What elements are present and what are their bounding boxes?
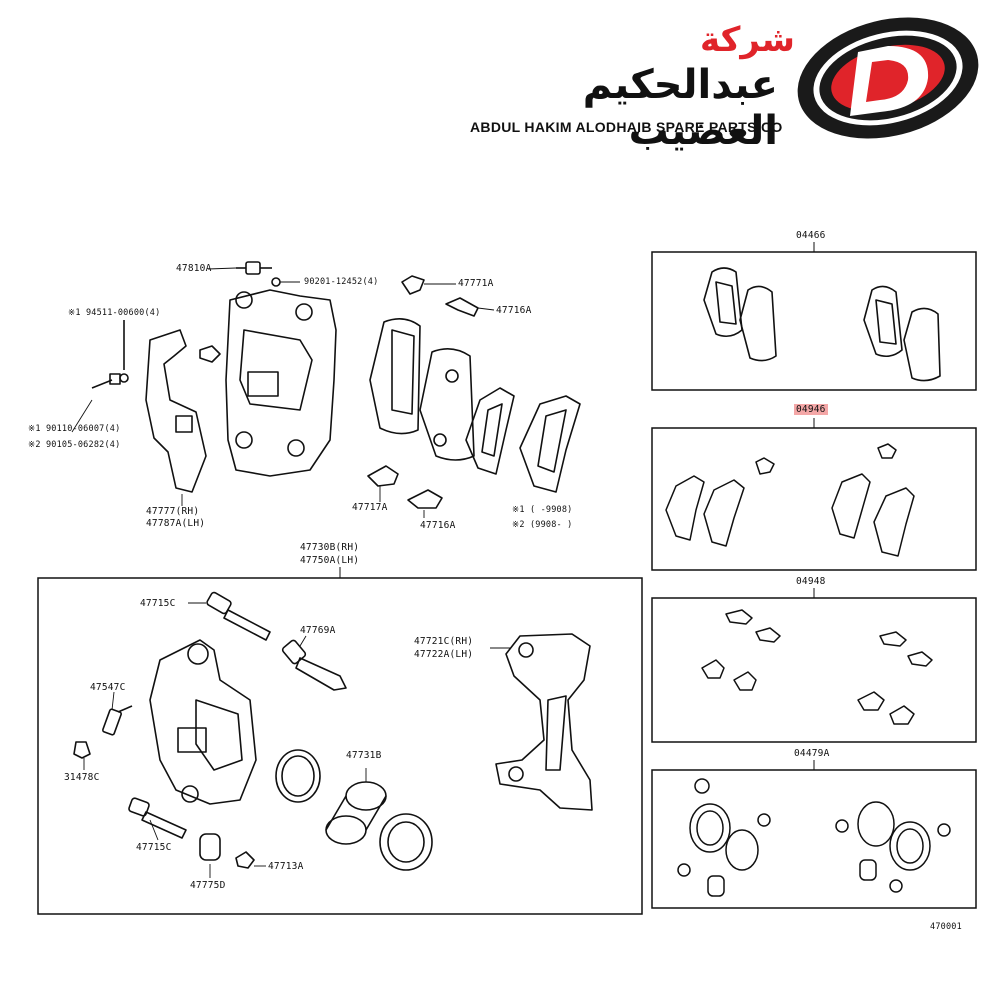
clip-47716a-bottom-drawing: [407, 489, 443, 509]
label-kit-04946: 04946: [794, 404, 828, 415]
kit-04948-clips-drawing: [701, 609, 933, 725]
kit-04948-box: [651, 597, 977, 743]
label-47750a-lh: 47750A(LH): [300, 555, 360, 566]
label-90105-06282: ※2 90105-06282(4): [28, 440, 121, 450]
bush-47713a-drawing: [235, 851, 255, 869]
brand-logo: [797, 17, 979, 139]
kit-04466-box: [651, 251, 977, 391]
label-47771a: 47771A: [458, 278, 494, 289]
label-47721c-rh: 47721C(RH): [414, 636, 474, 647]
brake-pad-inner-drawing: [369, 318, 421, 435]
boot-47775d-drawing: [199, 833, 221, 861]
label-47547c: 47547C: [90, 682, 126, 693]
label-90110-06007: ※1 90110-06007(4): [28, 424, 121, 434]
anti-squeal-shim-drawing: [145, 329, 207, 493]
label-47717a: 47717A: [352, 502, 388, 513]
mounting-bracket-drawing: [495, 633, 593, 811]
label-kit-04948: 04948: [796, 576, 826, 587]
shim-inner-drawing: [465, 387, 515, 475]
slide-pin-47715c-bottom-drawing: [128, 797, 187, 839]
label-47787a-lh: 47787A(LH): [146, 518, 206, 529]
clip-47716a-top-drawing: [445, 297, 479, 317]
bolt-47810a-drawing: [236, 261, 272, 275]
piston-seal-drawing: [275, 749, 321, 803]
slide-pin-47715c-top-drawing: [206, 591, 271, 641]
label-31478c: 31478C: [64, 772, 100, 783]
bleeder-47547c-drawing: [102, 705, 133, 736]
dust-boot-drawing: [379, 813, 433, 871]
brake-pad-outer-drawing: [419, 348, 475, 461]
spring-47771a-drawing: [401, 275, 425, 295]
label-47715c-top: 47715C: [140, 598, 176, 609]
label-kit-04479a: 04479A: [794, 748, 830, 759]
piston-47731b-drawing: [325, 781, 387, 845]
label-47777-rh: 47777(RH): [146, 506, 200, 517]
washer-90201-drawing: [271, 277, 281, 287]
caliper-body-drawing: [199, 289, 337, 477]
label-note-2: ※2 (9908- ): [512, 520, 573, 530]
brand-arabic-name: عبدالحكيم العضيب: [582, 62, 778, 154]
pin-47769a-drawing: [281, 639, 347, 691]
shim-outer-drawing: [519, 395, 581, 493]
label-47716a-bottom: 47716A: [420, 520, 456, 531]
label-94511-00600: ※1 94511-00600(4): [68, 308, 161, 318]
kit-04946-shims-drawing: [665, 443, 915, 557]
clip-47717a-drawing: [367, 465, 399, 487]
kit-04946-box: [651, 427, 977, 571]
label-47810a: 47810A: [176, 263, 212, 274]
label-note-1: ※1 ( -9908): [512, 505, 573, 515]
label-47722a-lh: 47722A(LH): [414, 649, 474, 660]
figure-id: 470001: [930, 922, 962, 932]
label-47715c-bottom: 47715C: [136, 842, 172, 853]
label-47716a-top: 47716A: [496, 305, 532, 316]
label-47769a: 47769A: [300, 625, 336, 636]
caliper-assembly-box: [37, 577, 643, 915]
brand-english-name: ABDUL HAKIM ALODHAIB SPARE PARTS.CO: [470, 119, 783, 135]
label-47730b-rh: 47730B(RH): [300, 542, 360, 553]
caliper-cylinder-drawing: [149, 639, 257, 805]
brand-arabic-prefix: شركة: [700, 20, 795, 60]
bolt-90110-drawing: [91, 373, 129, 389]
cap-31478c-drawing: [73, 741, 91, 759]
label-47731b: 47731B: [346, 750, 382, 761]
label-90201-12452: 90201-12452(4): [304, 277, 379, 287]
kit-04479a-seals-drawing: [677, 778, 951, 897]
kit-04466-pads-drawing: [703, 267, 941, 382]
label-kit-04466: 04466: [796, 230, 826, 241]
label-47775d: 47775D: [190, 880, 226, 891]
label-47713a: 47713A: [268, 861, 304, 872]
